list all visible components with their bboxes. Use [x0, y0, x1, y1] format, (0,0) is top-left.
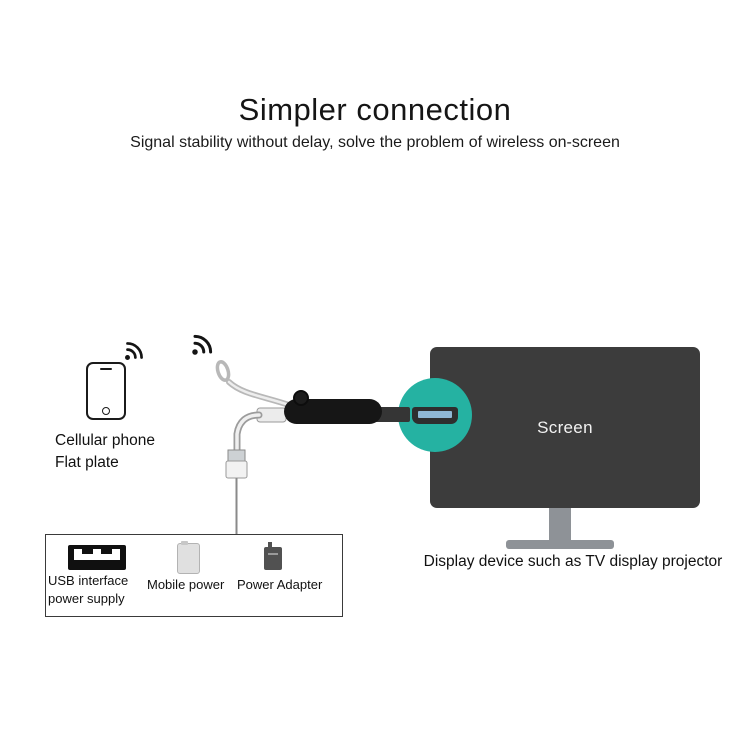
usb-label-line1: USB interface — [48, 573, 129, 588]
mobile-power-icon — [177, 541, 200, 574]
tv-screen: Screen — [430, 347, 700, 508]
phone-label-line1: Cellular phone — [55, 432, 155, 449]
usb-port-icon — [68, 545, 126, 570]
phone-label: Cellular phone Flat plate — [55, 430, 155, 473]
adapter-prong — [268, 542, 272, 548]
power-adapter-label: Power Adapter — [237, 577, 323, 592]
phone-home-button — [102, 407, 110, 415]
tv-stand-base — [506, 540, 614, 549]
wifi-icon — [192, 334, 213, 355]
usb-pin — [101, 549, 112, 554]
adapter-stripe — [268, 553, 278, 555]
mobile-power-nub — [181, 541, 188, 545]
power-adapter-icon — [264, 542, 282, 570]
mobile-power-label: Mobile power — [147, 577, 225, 592]
page-title: Simpler connection — [238, 92, 512, 127]
usb-label-line2: power supply — [48, 591, 125, 606]
tv-stand-neck — [549, 508, 571, 540]
usb-port-slot — [74, 549, 120, 560]
wifi-icon — [125, 342, 143, 360]
screen-label: Screen — [537, 417, 593, 437]
hdmi-port-icon — [412, 407, 458, 424]
phone-icon — [86, 362, 126, 420]
hdmi-port-slot — [418, 411, 452, 418]
phone-earpiece — [100, 368, 112, 370]
phone-label-line2: Flat plate — [55, 453, 119, 471]
page-subtitle: Signal stability without delay, solve th… — [130, 134, 620, 151]
display-caption: Display device such as TV display projec… — [423, 553, 723, 570]
usb-label: USB interface power supply — [48, 572, 143, 608]
dongle-button-icon — [293, 390, 309, 406]
usb-pin — [82, 549, 93, 554]
